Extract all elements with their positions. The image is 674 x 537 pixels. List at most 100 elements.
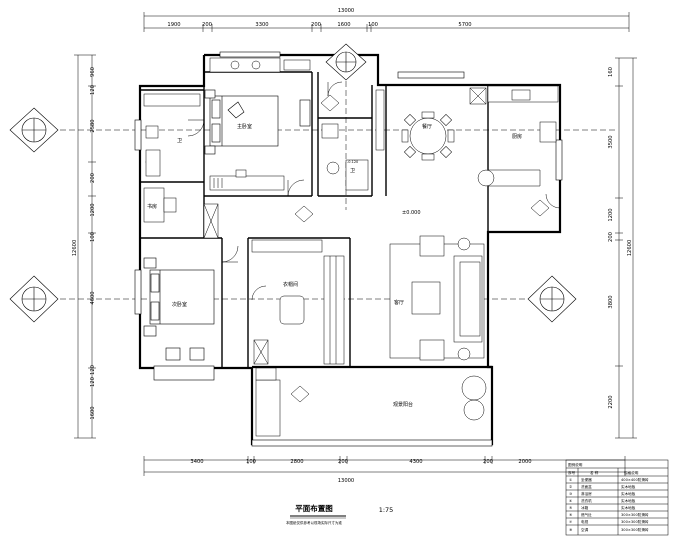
left-dim: 1200 xyxy=(90,203,96,216)
legend-row-name: 燃气灶 xyxy=(581,512,592,517)
top-dim: 3300 xyxy=(255,22,268,28)
level-main: ±0.000 xyxy=(402,210,421,216)
top-dimension-lines xyxy=(143,12,630,32)
left-dim: 100 xyxy=(90,232,96,242)
inner-walls xyxy=(140,55,489,368)
balcony-fixtures xyxy=(255,367,487,437)
top-dim: 5700 xyxy=(458,22,471,28)
legend-row-name: 淋浴房 xyxy=(581,491,592,496)
legend-row-spec: 实木地板 xyxy=(621,484,636,489)
legend-table xyxy=(565,459,669,536)
second-bed xyxy=(143,257,215,381)
top-dim: 200 xyxy=(311,22,321,28)
index-symbol-upper-left xyxy=(9,107,59,153)
drawing-scale: 1:75 xyxy=(379,506,394,514)
legend-rows: ① 坐便器 400×400防滑砖 ② 洗面盆 实木地板 ③ 淋浴房 实木地板 ④… xyxy=(569,477,649,532)
bath2-fixtures xyxy=(321,89,385,191)
top-dim: 1900 xyxy=(167,22,180,28)
room-label-bath2: 卫 xyxy=(350,168,355,174)
left-total-dim: 12600 xyxy=(72,240,78,257)
legend-col: 规格说明 xyxy=(624,470,639,475)
legend-row-name: 洗衣机 xyxy=(581,498,592,503)
legend-row-name: 冰箱 xyxy=(581,505,589,510)
master-wardrobe xyxy=(209,57,311,73)
legend-row-name: 空调 xyxy=(581,527,589,532)
legend-row-spec: 300×300防滑砖 xyxy=(621,512,649,517)
legend-row-name: 洗面盆 xyxy=(581,484,592,489)
legend-col: 序号 xyxy=(568,470,576,475)
legend-row-spec: 实木地板 xyxy=(621,498,636,503)
left-dimension-lines xyxy=(74,54,96,439)
right-dim: 2200 xyxy=(608,395,614,408)
bottom-dimension-lines xyxy=(143,456,626,476)
room-label-balcony: 观景阳台 xyxy=(393,401,413,408)
bottom-dim: 100 xyxy=(246,459,256,465)
study-desk xyxy=(143,187,219,239)
legend-row-idx: ③ xyxy=(569,492,572,496)
index-symbol-top-center xyxy=(325,43,367,81)
top-dim: 100 xyxy=(368,22,378,28)
left-dim: 120 xyxy=(90,365,96,375)
right-dim: 1200 xyxy=(608,208,614,221)
kitchen-fixtures xyxy=(469,85,559,187)
index-symbol-right xyxy=(527,275,577,323)
legend-row-name: 电视 xyxy=(581,519,589,524)
bottom-dim: 2000 xyxy=(518,459,531,465)
small-index-symbols xyxy=(290,94,550,403)
room-label-dining: 餐厅 xyxy=(422,123,432,130)
room-label-second-bed: 次卧室 xyxy=(172,301,187,308)
dining-table xyxy=(401,111,455,161)
room-label-master-bed: 主卧室 xyxy=(237,123,252,130)
left-dim: 120 xyxy=(90,377,96,387)
right-dimension-lines xyxy=(615,57,637,439)
room-label-living: 客厅 xyxy=(394,299,404,306)
legend-row-idx: ④ xyxy=(569,499,572,503)
left-dim: 4600 xyxy=(90,291,96,304)
drawing-title: 平面布置图 xyxy=(295,503,333,513)
left-dim: 960 xyxy=(90,67,96,77)
top-dim: 1600 xyxy=(337,22,350,28)
living-furniture xyxy=(389,235,485,361)
windows xyxy=(134,51,563,447)
top-dim: 200 xyxy=(202,22,212,28)
left-dim: 120 xyxy=(90,85,96,95)
right-dim: 3800 xyxy=(608,295,614,308)
left-dim: 1600 xyxy=(90,406,96,419)
room-label-kitchen: 厨房 xyxy=(512,133,522,140)
legend-row-idx: ② xyxy=(569,485,572,489)
master-bed xyxy=(204,89,311,155)
legend-row-name: 坐便器 xyxy=(581,477,592,482)
left-dim: 200 xyxy=(90,173,96,183)
room-label-closet: 衣帽间 xyxy=(283,281,298,288)
left-dim: 2580 xyxy=(90,119,96,132)
right-total-dim: 12600 xyxy=(627,240,633,257)
right-dim: 200 xyxy=(608,232,614,242)
room-label-bath1: 卫 xyxy=(177,138,182,144)
bottom-dim: 200 xyxy=(483,459,493,465)
legend-row-idx: ⑤ xyxy=(569,506,573,510)
legend-row-idx: ① xyxy=(569,478,572,482)
drawing-note: 本图纸仅供参考以现场实际尺寸为准 xyxy=(286,520,342,525)
bath1-fixtures xyxy=(143,93,201,177)
bottom-dim: 200 xyxy=(338,459,348,465)
legend-row-idx: ⑦ xyxy=(569,520,572,524)
bottom-total-dim: 13000 xyxy=(338,478,355,484)
legend-row-spec: 300×300防滑砖 xyxy=(621,519,649,524)
index-symbol-middle-left xyxy=(9,275,59,323)
bottom-dim: 3400 xyxy=(190,459,203,465)
room-label-study: 书房 xyxy=(147,203,157,210)
legend-row-idx: ⑧ xyxy=(569,528,573,532)
legend-row-spec: 300×300防滑砖 xyxy=(621,527,649,532)
level-wet: -0.120 xyxy=(347,160,358,164)
legend-heading: 图例说明 xyxy=(568,462,583,467)
legend-row-spec: 400×400防滑砖 xyxy=(621,477,649,482)
walls xyxy=(138,53,562,446)
bottom-dim: 2800 xyxy=(290,459,303,465)
legend-row-idx: ⑥ xyxy=(569,513,573,517)
doors xyxy=(187,81,561,301)
right-dim: 3500 xyxy=(608,135,614,148)
legend-row-spec: 实木地板 xyxy=(621,491,636,496)
legend-col: 名 称 xyxy=(590,470,599,475)
master-desk xyxy=(209,169,285,191)
